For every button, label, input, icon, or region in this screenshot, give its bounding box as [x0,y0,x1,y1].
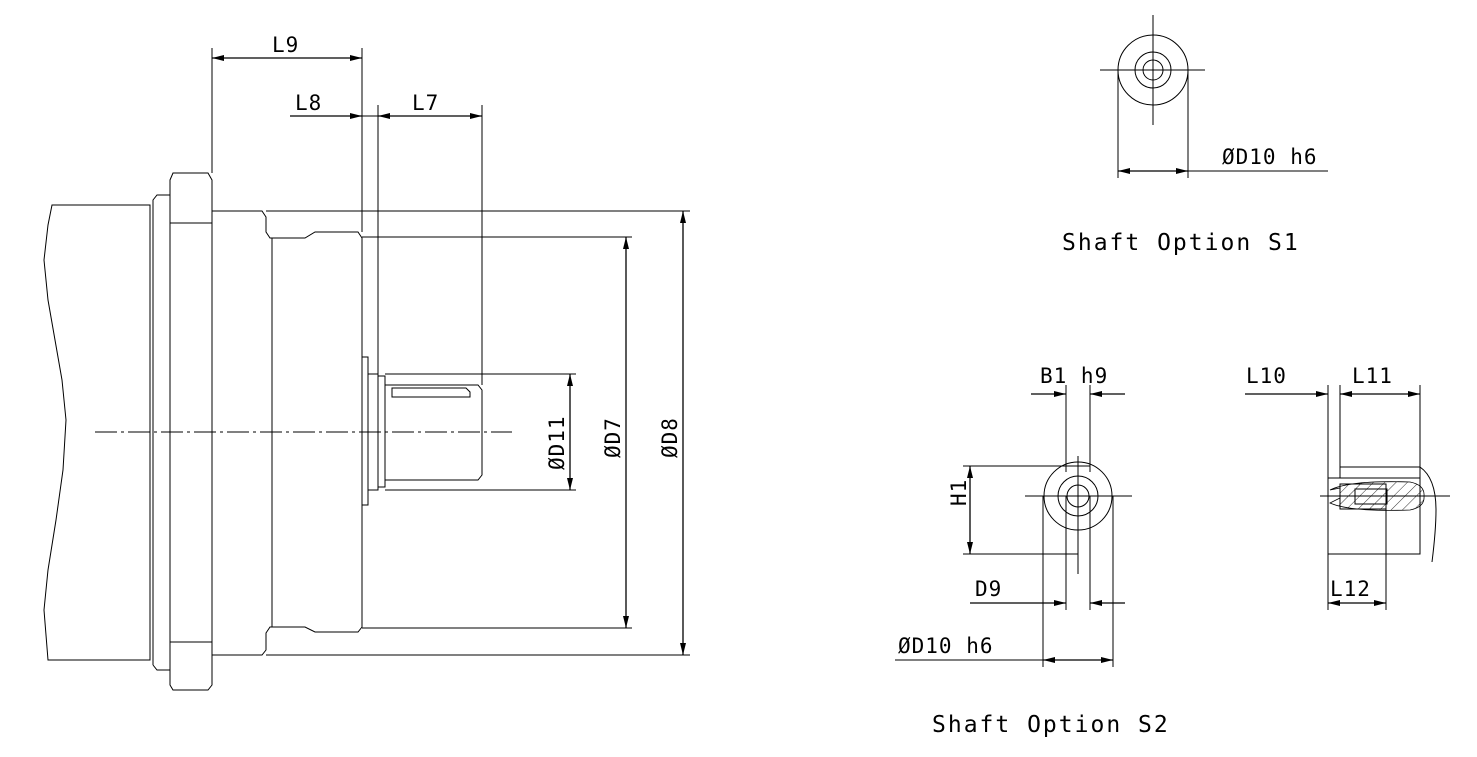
caption-s1: Shaft Option S1 [1062,230,1300,256]
motor-body [43,204,151,661]
label-L10: L10 [1246,364,1287,388]
output-shoulder [362,356,379,506]
label-D11: ØD11 [545,415,569,470]
label-D10: ØD10 h6 [1222,145,1318,169]
label-D8: ØD8 [658,417,682,458]
shaft-option-s2: B1 h9 H1 D9 ØD10 h6 L10 L11 L1 [895,364,1450,738]
flange [169,172,213,691]
caption-s2: Shaft Option S2 [932,712,1170,738]
label-D9: D9 [975,577,1002,601]
gearbox-side-view: L9 L8 L7 ØD11 ØD7 ØD8 [43,33,690,691]
shaft-option-s1: ØD10 h6 Shaft Option S1 [1062,15,1328,256]
label-L9: L9 [272,33,299,57]
label-B1: B1 h9 [1040,364,1108,388]
label-L8: L8 [295,91,322,115]
label-H1: H1 [947,479,971,506]
label-D10: ØD10 h6 [898,634,994,658]
label-L7: L7 [412,91,439,115]
housing [211,210,363,656]
adapter-ring [152,194,170,671]
label-D7: ØD7 [601,417,625,458]
label-L11: L11 [1352,364,1393,388]
label-L12: L12 [1330,577,1371,601]
